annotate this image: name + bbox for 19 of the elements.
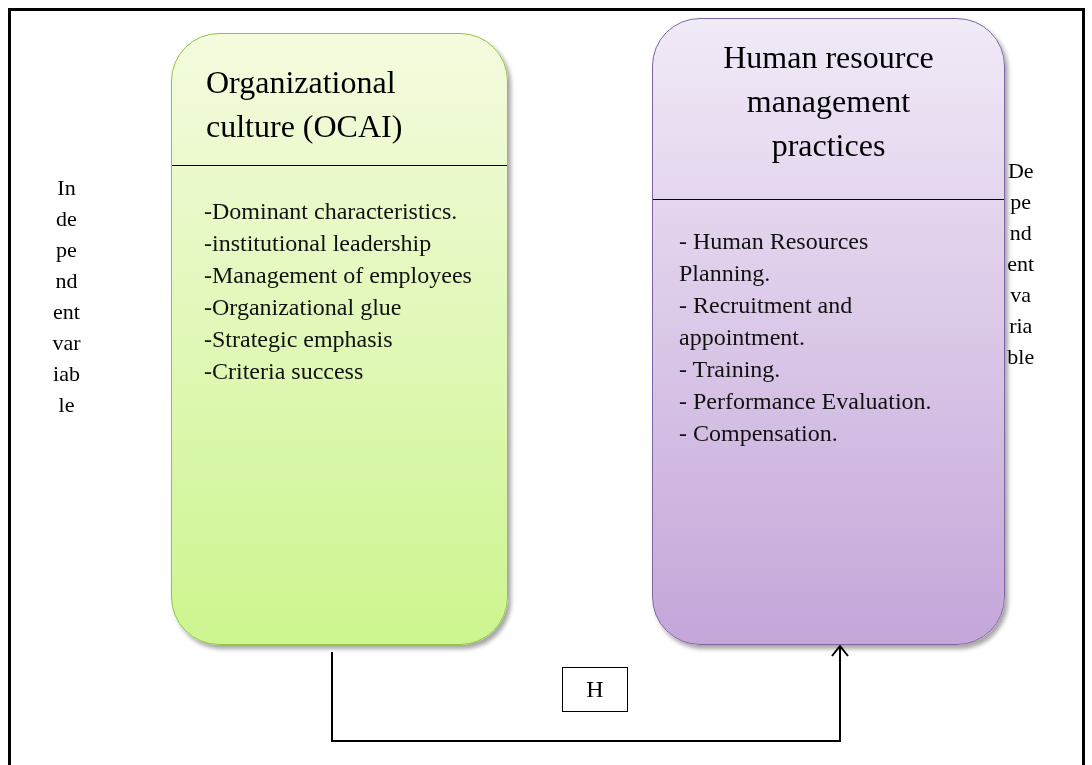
side-label: Dependent variable	[1007, 157, 1035, 371]
list-item: - Compensation.	[679, 419, 839, 448]
edge-label: H	[562, 667, 628, 712]
list-item: -institutional leadership	[204, 229, 433, 258]
list-item: - Training.	[679, 355, 782, 384]
box-heading: Organizational culture (OCAI)	[205, 63, 404, 146]
box-heading: Human resource management practices	[722, 38, 935, 165]
rounded-box	[652, 18, 1005, 645]
list-item: - Human Resources Planning.	[679, 227, 870, 288]
list-item: -Dominant characteristics.	[204, 197, 459, 226]
list-item: - Performance Evaluation.	[679, 387, 933, 416]
side-label: Independent variable	[52, 174, 81, 419]
list-item: - Recruitment and appointment.	[679, 291, 854, 352]
rounded-box	[171, 33, 508, 645]
list-item: -Management of employees	[204, 261, 473, 290]
list-item: -Strategic emphasis	[204, 325, 394, 354]
list-item: -Criteria success	[204, 357, 365, 386]
list-item: -Organizational glue	[204, 293, 403, 322]
elbow-arrow	[331, 645, 849, 742]
